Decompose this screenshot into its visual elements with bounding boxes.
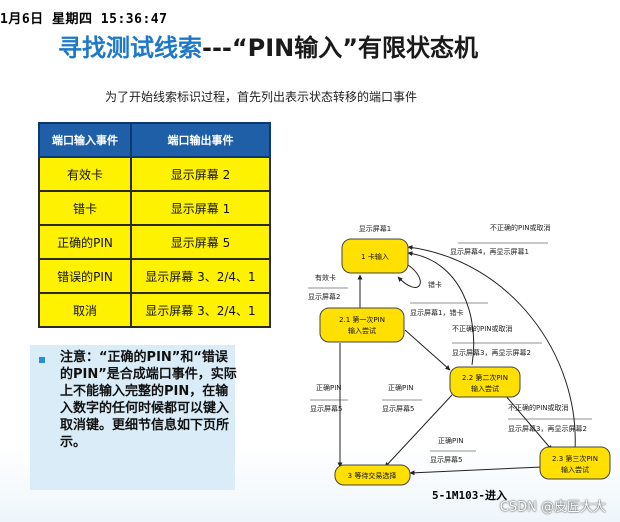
label-screen5-1: 显示屏幕5 — [310, 404, 342, 413]
table-row: 有效卡 显示屏幕 2 — [38, 156, 271, 192]
table-row: 错误的PIN 显示屏幕 3、2/4、1 — [38, 258, 271, 294]
subtitle: 为了开始线索标识过程，首先列出表示状态转移的端口事件 — [105, 90, 418, 104]
edge-s23-to-s3 — [409, 466, 543, 476]
title-colored: 寻找测试线索 — [58, 34, 202, 62]
label-screen3-2: 显示屏幕3，再显示屏幕2 — [452, 348, 531, 357]
edge-s21-to-s22 — [404, 329, 451, 371]
edge-s22-to-s3 — [384, 394, 453, 468]
label-screen1-wrongcard: 显示屏幕1，错卡 — [410, 308, 463, 317]
state-s3: 3 等待交易选择 — [334, 464, 411, 486]
table-row: 错卡 显示屏幕 1 — [38, 190, 271, 226]
fsm-edge-labels: 显示屏幕1 不正确的PIN或取消 显示屏幕4，再显示屏幕1 有效卡 显示屏幕2 … — [308, 223, 592, 464]
table-cell: 错误的PIN — [38, 258, 132, 294]
table-cell: 显示屏幕 1 — [130, 190, 271, 226]
timestamp: 1月6日 星期四 15:36:47 — [0, 12, 168, 27]
state-s22: 2.2 第二次PIN 输入尝试 — [449, 366, 521, 398]
edge-s1-wrongcard-loop — [397, 264, 421, 288]
label-valid-card: 有效卡 — [315, 273, 336, 282]
label-screen5-3: 显示屏幕5 — [430, 455, 462, 464]
label-screen3-2b: 显示屏幕3，再显示屏幕2 — [508, 424, 587, 433]
label-screen4-1: 显示屏幕4，再显示屏幕1 — [450, 247, 529, 256]
table-cell: 显示屏幕 2 — [130, 156, 271, 192]
label-screen2: 显示屏幕2 — [308, 292, 340, 301]
table-cell: 正确的PIN — [38, 224, 132, 260]
label-correct-pin-2: 正确PIN — [388, 383, 414, 392]
page-title: 寻找测试线索---“PIN输入”有限状态机 — [58, 28, 478, 63]
state-s1: 1 卡输入 — [341, 238, 409, 274]
state-s22-sublabel: 输入尝试 — [471, 384, 499, 393]
label-screen1-top: 显示屏幕1 — [359, 224, 391, 233]
state-s23-label: 2.3 第三次PIN — [552, 454, 598, 463]
note-text: 注意：“正确的PIN”和“错误的PIN”是合成端口事件，实际上不能输入完整的PI… — [60, 350, 237, 450]
table-cell: 显示屏幕 5 — [130, 224, 271, 260]
label-screen5-2: 显示屏幕5 — [382, 404, 414, 413]
edge-s23-arc-to-s1 — [407, 245, 576, 451]
state-s21-label: 2.1 第一次PIN — [339, 315, 385, 324]
label-correct-pin-3: 正确PIN — [438, 436, 464, 445]
state-s23: 2.3 第三次PIN 输入尝试 — [539, 446, 611, 480]
table-header-output: 端口输出事件 — [130, 122, 271, 158]
table-cell: 有效卡 — [38, 156, 132, 192]
label-correct-pin-1: 正确PIN — [316, 383, 342, 392]
note-box: 注意：“正确的PIN”和“错误的PIN”是合成端口事件，实际上不能输入完整的PI… — [30, 345, 237, 490]
bullet-icon — [39, 357, 45, 363]
label-wrong-cancel-2: 不正确的PIN或取消 — [452, 324, 513, 333]
footer-code: 5-1M103-进入 — [432, 489, 507, 502]
table-row: 取消 显示屏幕 3、2/4、1 — [38, 292, 271, 328]
title-rest: ---“PIN输入”有限状态机 — [202, 34, 479, 62]
state-s3-label: 3 等待交易选择 — [348, 471, 397, 480]
state-s21-sublabel: 输入尝试 — [348, 326, 376, 335]
edge-s22-arc-to-s1 — [407, 251, 475, 366]
table-cell: 显示屏幕 3、2/4、1 — [130, 258, 271, 294]
table-cell: 错卡 — [38, 190, 132, 226]
label-wrong-cancel-1: 不正确的PIN或取消 — [490, 223, 551, 232]
state-s21: 2.1 第一次PIN 输入尝试 — [319, 307, 405, 343]
table-header-row: 端口输入事件 端口输出事件 — [38, 122, 271, 158]
table-header-input: 端口输入事件 — [38, 122, 132, 158]
label-wrong-card: 错卡 — [428, 280, 442, 289]
table-row: 正确的PIN 显示屏幕 5 — [38, 224, 271, 260]
state-s1-label: 1 卡输入 — [361, 252, 389, 261]
state-s23-sublabel: 输入尝试 — [561, 465, 589, 474]
watermark: CSDN @皮匠大大 — [499, 500, 606, 515]
label-wrong-cancel-3: 不正确的PIN或取消 — [508, 403, 569, 412]
table-cell: 显示屏幕 3、2/4、1 — [130, 292, 271, 328]
edge-s22-to-s23 — [504, 394, 553, 451]
port-events-table: 端口输入事件 端口输出事件 有效卡 显示屏幕 2 错卡 显示屏幕 1 正确的PI… — [38, 122, 271, 328]
pin-entry-fsm-diagram: 1 卡输入 2.1 第一次PIN 输入尝试 2.2 第二次PIN 输入尝试 2.… — [308, 223, 611, 486]
table-cell: 取消 — [38, 292, 132, 328]
fsm-edges — [337, 245, 576, 476]
state-s22-label: 2.2 第二次PIN — [462, 373, 508, 382]
